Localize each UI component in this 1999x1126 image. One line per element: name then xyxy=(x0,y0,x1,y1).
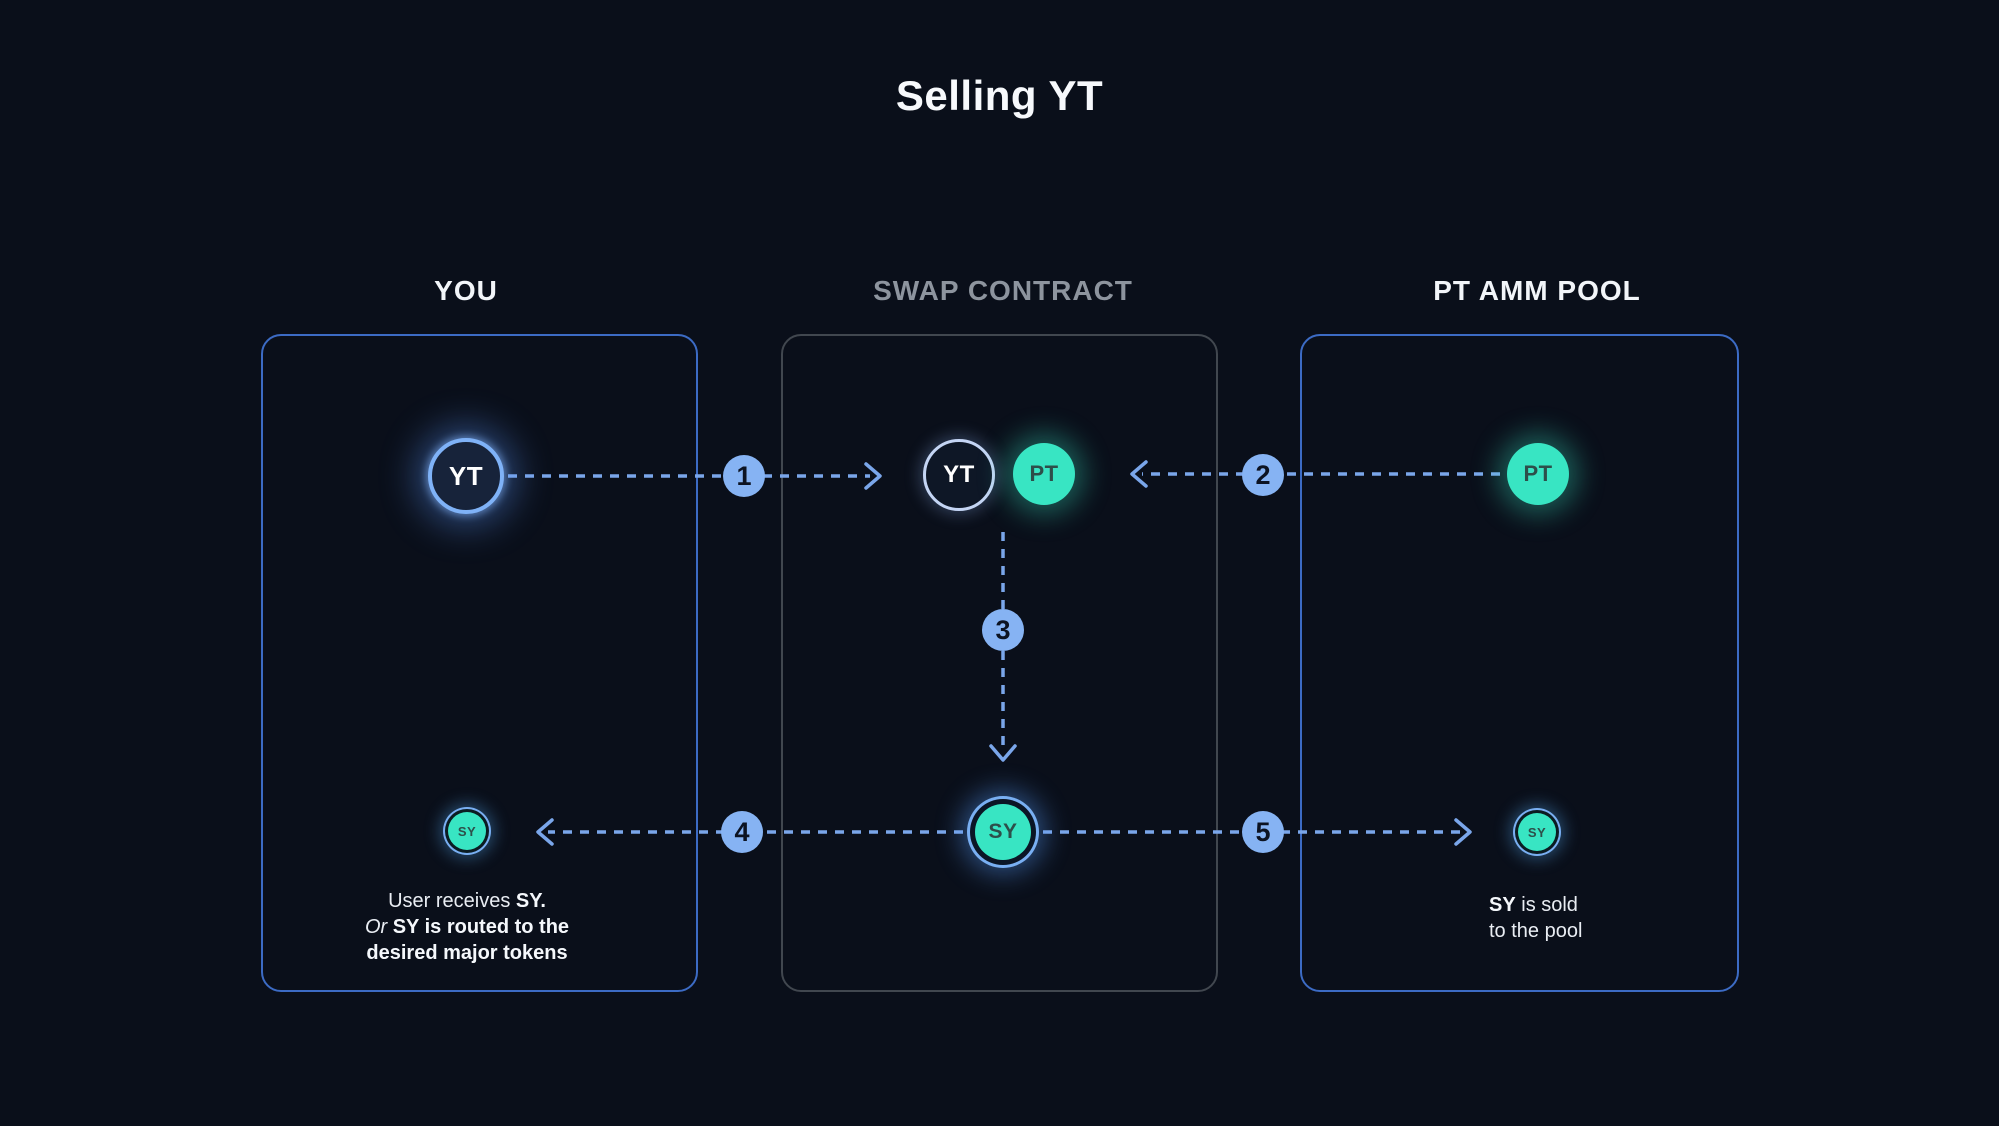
step-badge-4: 4 xyxy=(721,811,763,853)
column-header-you: YOU xyxy=(434,275,498,306)
token-yt-you: YT xyxy=(428,438,504,514)
note-text-bold: desired major tokens xyxy=(366,942,568,964)
token-pt-swap: PT xyxy=(1013,443,1075,505)
token-yt-swap: YT xyxy=(923,439,995,511)
note-text: to the pool xyxy=(1489,920,1583,942)
step-badge-2: 2 xyxy=(1242,454,1284,496)
note-text: User receives xyxy=(388,890,516,912)
note-text-italic: Or xyxy=(364,916,393,938)
page-title: Selling YT xyxy=(895,72,1104,119)
token-sy-you: SY xyxy=(448,812,486,850)
note-pool-line-2: to the pool xyxy=(1489,918,1709,944)
note-you-line-1: User receives SY. xyxy=(317,888,617,914)
column-header-swap-contract: SWAP CONTRACT xyxy=(873,275,1133,306)
column-header-pt-amm-pool: PT AMM POOL xyxy=(1433,275,1641,306)
step-badge-5: 5 xyxy=(1242,811,1284,853)
note-user-receives-sy: User receives SY. Or SY is routed to the… xyxy=(317,888,617,966)
step-badge-1: 1 xyxy=(723,455,765,497)
note-pool-line-1: SY is sold xyxy=(1489,892,1709,918)
note-text-bold: SY. xyxy=(515,890,546,912)
note-you-line-3: desired major tokens xyxy=(317,940,617,966)
panel-pt-amm-pool xyxy=(1300,334,1739,992)
note-sy-sold-to-pool: SY is sold to the pool xyxy=(1489,892,1709,944)
token-sy-pool: SY xyxy=(1518,813,1556,851)
note-text: is sold xyxy=(1515,894,1578,916)
token-sy-swap: SY xyxy=(975,804,1031,860)
note-text-bold: SY xyxy=(1489,894,1516,916)
token-pt-pool: PT xyxy=(1507,443,1569,505)
note-text-bold: SY is routed to the xyxy=(392,916,570,938)
note-you-line-2: Or SY is routed to the xyxy=(317,914,617,940)
step-badge-3: 3 xyxy=(982,609,1024,651)
panel-you xyxy=(261,334,698,992)
panel-swap-contract xyxy=(781,334,1218,992)
